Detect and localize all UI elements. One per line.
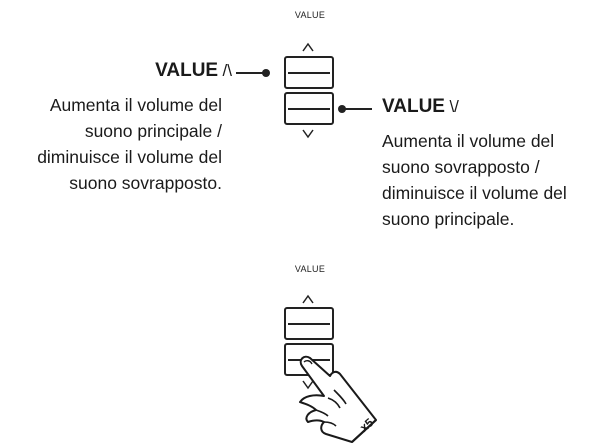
top-value-down-chevron-icon (302, 129, 314, 139)
bottom-value-down-chevron-icon (302, 380, 314, 390)
right-callout-down-symbol: \/ (449, 97, 459, 116)
left-callout-up-symbol: /\ (222, 61, 232, 80)
bottom-value-up-button[interactable] (284, 307, 334, 340)
right-callout-leader (342, 108, 372, 110)
bottom-value-up-chevron-icon (302, 294, 314, 304)
right-callout-description: Aumenta il volume del suono sovrapposto … (382, 131, 567, 229)
top-value-down-button[interactable] (284, 92, 334, 125)
top-value-up-button[interactable] (284, 56, 334, 89)
top-panel-caption: VALUE (294, 10, 326, 20)
right-callout-label: VALUE (382, 96, 445, 117)
left-callout-label: VALUE (155, 60, 219, 81)
bottom-panel-caption: VALUE (294, 264, 326, 274)
left-callout-dot (262, 69, 270, 77)
top-value-up-chevron-icon (302, 42, 314, 52)
right-callout: VALUE \/ (382, 96, 582, 118)
left-callout-description: Aumenta il volume del suono principale /… (37, 95, 222, 193)
pressing-hand-icon (299, 355, 377, 443)
left-callout: VALUE /\ (0, 60, 232, 82)
left-callout-leader (236, 72, 266, 74)
